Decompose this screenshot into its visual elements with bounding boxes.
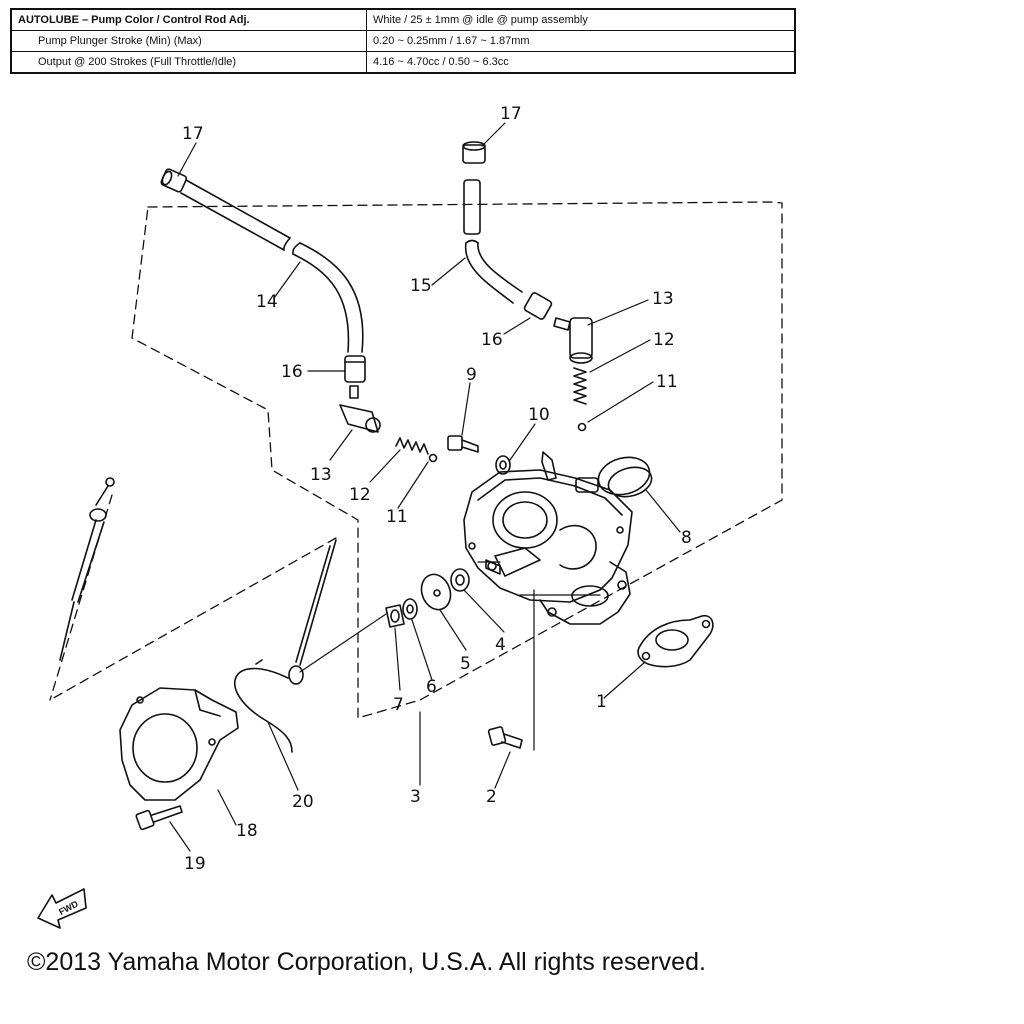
part-3-pump-assembly bbox=[463, 451, 633, 625]
callout-19: 19 bbox=[184, 854, 206, 874]
part-11-ball-right bbox=[577, 422, 587, 432]
callout-1: 1 bbox=[596, 692, 607, 712]
part-18-pump-cover bbox=[119, 687, 239, 801]
callout-13: 13 bbox=[652, 289, 674, 309]
part-10-washer bbox=[495, 455, 511, 475]
callout-9: 9 bbox=[466, 365, 477, 385]
part-13-banjo-left bbox=[339, 385, 381, 433]
callout-7: 7 bbox=[393, 695, 404, 715]
part-20-pump-cable bbox=[234, 539, 337, 753]
part-7-nut bbox=[385, 604, 405, 628]
copyright-notice: ©2013 Yamaha Motor Corporation, U.S.A. A… bbox=[27, 948, 706, 976]
callout-6: 6 bbox=[426, 677, 437, 697]
callout-2: 2 bbox=[486, 787, 497, 807]
callout-12: 12 bbox=[349, 485, 371, 505]
part-9-screw bbox=[447, 435, 479, 453]
part-19-screw bbox=[135, 805, 183, 831]
part-16-clip-right bbox=[523, 292, 553, 320]
spec-param: Output @ 200 Strokes (Full Throttle/Idle… bbox=[10, 51, 367, 74]
part-12-spring-right bbox=[573, 367, 587, 405]
spec-value: 4.16 ~ 4.70cc / 0.50 ~ 6.3cc bbox=[366, 51, 796, 74]
callout-labels: 17 17 14 15 16 16 13 13 12 12 11 11 9 10… bbox=[57, 104, 692, 917]
callout-5: 5 bbox=[460, 654, 471, 674]
callout-15: 15 bbox=[410, 276, 432, 296]
callout-20: 20 bbox=[292, 792, 314, 812]
part-17-cap-top bbox=[462, 141, 486, 164]
part-2-screw bbox=[487, 726, 523, 749]
part-6-collar bbox=[402, 598, 418, 620]
callout-16: 16 bbox=[281, 362, 303, 382]
spec-row-plunger-stroke: Pump Plunger Stroke (Min) (Max) 0.20 ~ 0… bbox=[10, 30, 796, 52]
part-14-oil-hose-left bbox=[180, 179, 364, 353]
part-13-banjo-right bbox=[553, 317, 593, 364]
throttle-cable bbox=[59, 477, 115, 661]
part-17-cap-left bbox=[160, 168, 188, 193]
part-4-washer bbox=[450, 568, 470, 592]
callout-17: 17 bbox=[500, 104, 522, 124]
callout-11: 11 bbox=[656, 372, 678, 392]
callout-16: 16 bbox=[481, 330, 503, 350]
callout-12: 12 bbox=[653, 330, 675, 350]
fwd-arrow-icon bbox=[37, 888, 87, 929]
callout-10: 10 bbox=[528, 405, 550, 425]
spec-row-output: Output @ 200 Strokes (Full Throttle/Idle… bbox=[10, 51, 796, 74]
callout-3: 3 bbox=[410, 787, 421, 807]
spec-table: AUTOLUBE – Pump Color / Control Rod Adj.… bbox=[10, 8, 796, 74]
spec-value: 0.20 ~ 0.25mm / 1.67 ~ 1.87mm bbox=[366, 30, 796, 52]
callout-18: 18 bbox=[236, 821, 258, 841]
part-12-spring-left bbox=[395, 437, 429, 455]
part-1-gasket bbox=[637, 614, 714, 668]
callout-17: 17 bbox=[182, 124, 204, 144]
part-16-clip-left bbox=[344, 355, 366, 383]
part-8-oil-seal bbox=[597, 456, 653, 498]
callout-4: 4 bbox=[495, 635, 506, 655]
callout-8: 8 bbox=[681, 528, 692, 548]
leader-lines bbox=[169, 122, 681, 852]
part-15-oil-hose-right bbox=[463, 179, 523, 304]
callout-11: 11 bbox=[386, 507, 408, 527]
part-5-drive-plate bbox=[420, 573, 452, 611]
callout-13: 13 bbox=[310, 465, 332, 485]
part-11-ball-left bbox=[428, 453, 438, 463]
callout-14: 14 bbox=[256, 292, 278, 312]
